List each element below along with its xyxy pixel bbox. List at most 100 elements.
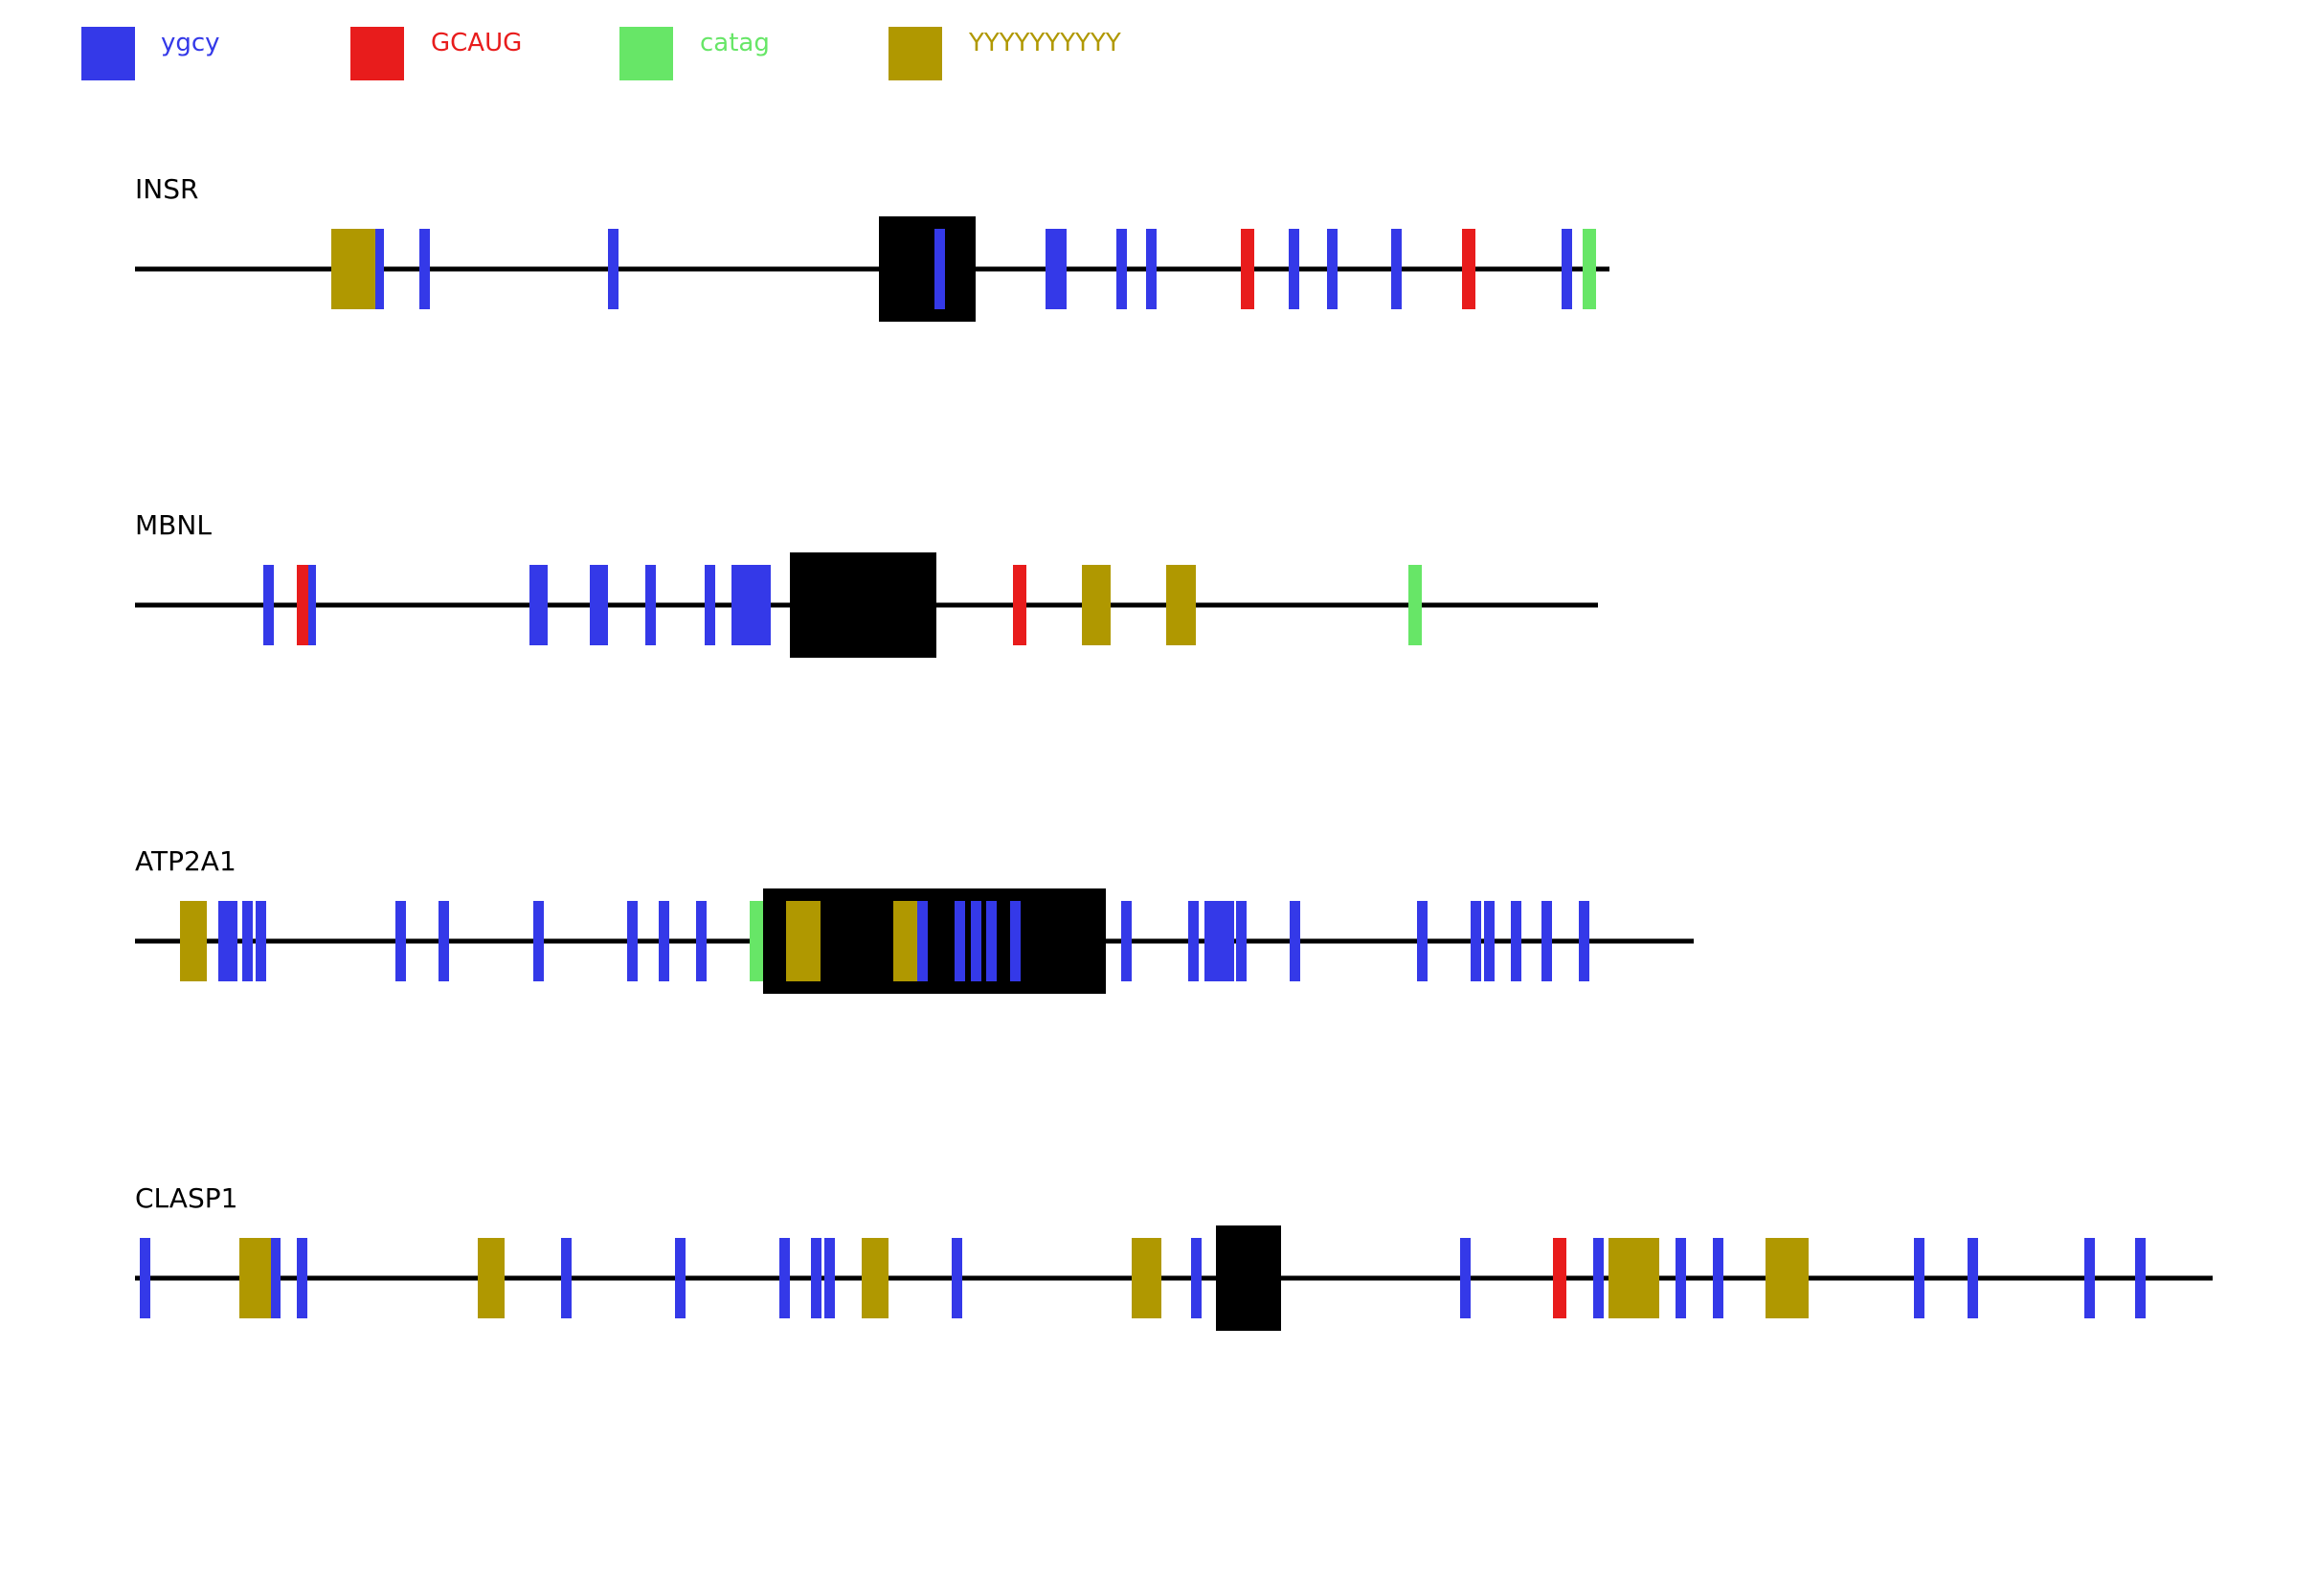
motif-catag [1408, 565, 1422, 645]
exon-block [1216, 1225, 1281, 1331]
motif-ygcy [1460, 1238, 1471, 1318]
motif-ygcy [1541, 901, 1552, 981]
legend-item-yyyyyyyyyy: YYYYYYYYYY [889, 0, 1195, 105]
motif-yyyyyyyyyy [862, 1238, 889, 1318]
motif-ygcy [1010, 901, 1021, 981]
motif-ygcy [675, 1238, 686, 1318]
gene-name-clasp1: CLASP1 [135, 1182, 237, 1214]
legend-label: catag [700, 29, 770, 57]
motif-ygcy [1562, 229, 1572, 309]
motif-ygcy [1593, 1238, 1604, 1318]
motif-ygcy [2084, 1238, 2095, 1318]
legend-label: GCAUG [431, 29, 523, 57]
motif-ygcy [824, 1238, 835, 1318]
gene-name-atp2a1: ATP2A1 [135, 845, 236, 877]
motif-ygcy [419, 229, 430, 309]
motif-ygcy [1191, 1238, 1202, 1318]
motif-yyyyyyyyyy [180, 901, 207, 981]
motif-yyyyyyyyyy [1132, 1238, 1161, 1318]
motif-gcaug [297, 565, 310, 645]
motif-ygcy [955, 901, 965, 981]
motif-ygcy [934, 229, 945, 309]
motif-ygcy [1146, 229, 1157, 309]
motif-ygcy [1484, 901, 1495, 981]
motif-ygcy [659, 901, 669, 981]
motif-gcaug [1241, 229, 1254, 309]
motif-ygcy [1968, 1238, 1978, 1318]
motif-ygcy [263, 565, 274, 645]
gene-name-insr: INSR [135, 173, 198, 205]
motif-catag [750, 901, 763, 981]
motif-ygcy [1327, 229, 1338, 309]
motif-ygcy [2135, 1238, 2146, 1318]
motif-ygcy [375, 229, 384, 309]
motif-ygcy [395, 901, 406, 981]
legend-swatch [619, 27, 673, 80]
motif-yyyyyyyyyy [1608, 1238, 1659, 1318]
legend-item-ygcy: ygcy [81, 0, 330, 105]
motif-ygcy [705, 565, 715, 645]
motif-ygcy [1914, 1238, 1924, 1318]
motif-yyyyyyyyyy [1766, 1238, 1809, 1318]
legend-swatch [350, 27, 404, 80]
motif-ygcy [256, 901, 266, 981]
motif-ygcy [271, 1238, 281, 1318]
gene-name-mbnl: MBNL [135, 509, 212, 541]
motif-gcaug [1553, 1238, 1566, 1318]
legend-label: ygcy [161, 29, 220, 57]
motif-gcaug [1013, 565, 1026, 645]
motif-ygcy [1121, 901, 1132, 981]
motif-yyyyyyyyyy [1166, 565, 1196, 645]
exon-block [879, 216, 976, 322]
exon-block [790, 552, 936, 658]
motif-ygcy [917, 901, 928, 981]
motif-ygcy [779, 1238, 790, 1318]
motif-ygcy [1713, 1238, 1723, 1318]
motif-ygcy [590, 565, 608, 645]
motif-ygcy [1579, 901, 1589, 981]
motif-ygcy [533, 901, 544, 981]
legend-label: YYYYYYYYYY [969, 29, 1121, 57]
motif-ygcy [439, 901, 449, 981]
motif-ygcy [608, 229, 619, 309]
motif-ygcy [627, 901, 638, 981]
motif-ygcy [529, 565, 548, 645]
motif-ygcy [561, 1238, 572, 1318]
motif-ygcy [1289, 229, 1299, 309]
motif-ygcy [1471, 901, 1481, 981]
motif-ygcy [1676, 1238, 1686, 1318]
motif-ygcy [218, 901, 237, 981]
motif-ygcy [1511, 901, 1521, 981]
motif-ygcy [971, 901, 981, 981]
motif-ygcy [1391, 229, 1402, 309]
motif-catag [1583, 229, 1596, 309]
motif-ygcy [1204, 901, 1234, 981]
motif-yyyyyyyyyy [786, 901, 821, 981]
motif-ygcy [811, 1238, 821, 1318]
motif-ygcy [1188, 901, 1199, 981]
motif-gcaug [1462, 229, 1475, 309]
motif-ygcy [1046, 229, 1067, 309]
motif-ygcy [297, 1238, 307, 1318]
legend-item-catag: catag [619, 0, 868, 105]
legend-swatch [81, 27, 135, 80]
motif-ygcy [1116, 229, 1127, 309]
motif-ygcy [731, 565, 771, 645]
motif-yyyyyyyyyy [893, 901, 920, 981]
motif-ygcy [986, 901, 997, 981]
motif-yyyyyyyyyy [239, 1238, 273, 1318]
motif-yyyyyyyyyy [1082, 565, 1111, 645]
motif-yyyyyyyyyy [331, 229, 377, 309]
motif-ygcy [645, 565, 656, 645]
motif-ygcy [1236, 901, 1247, 981]
motif-ygcy [952, 1238, 962, 1318]
motif-ygcy [1290, 901, 1300, 981]
motif-ygcy [1417, 901, 1428, 981]
motif-ygcy [140, 1238, 150, 1318]
motif-ygcy [308, 565, 316, 645]
motif-ygcy [242, 901, 253, 981]
motif-yyyyyyyyyy [478, 1238, 505, 1318]
legend: ygcy GCAUG catag YYYYYYYYYY [0, 0, 2317, 105]
motif-ygcy [696, 901, 707, 981]
